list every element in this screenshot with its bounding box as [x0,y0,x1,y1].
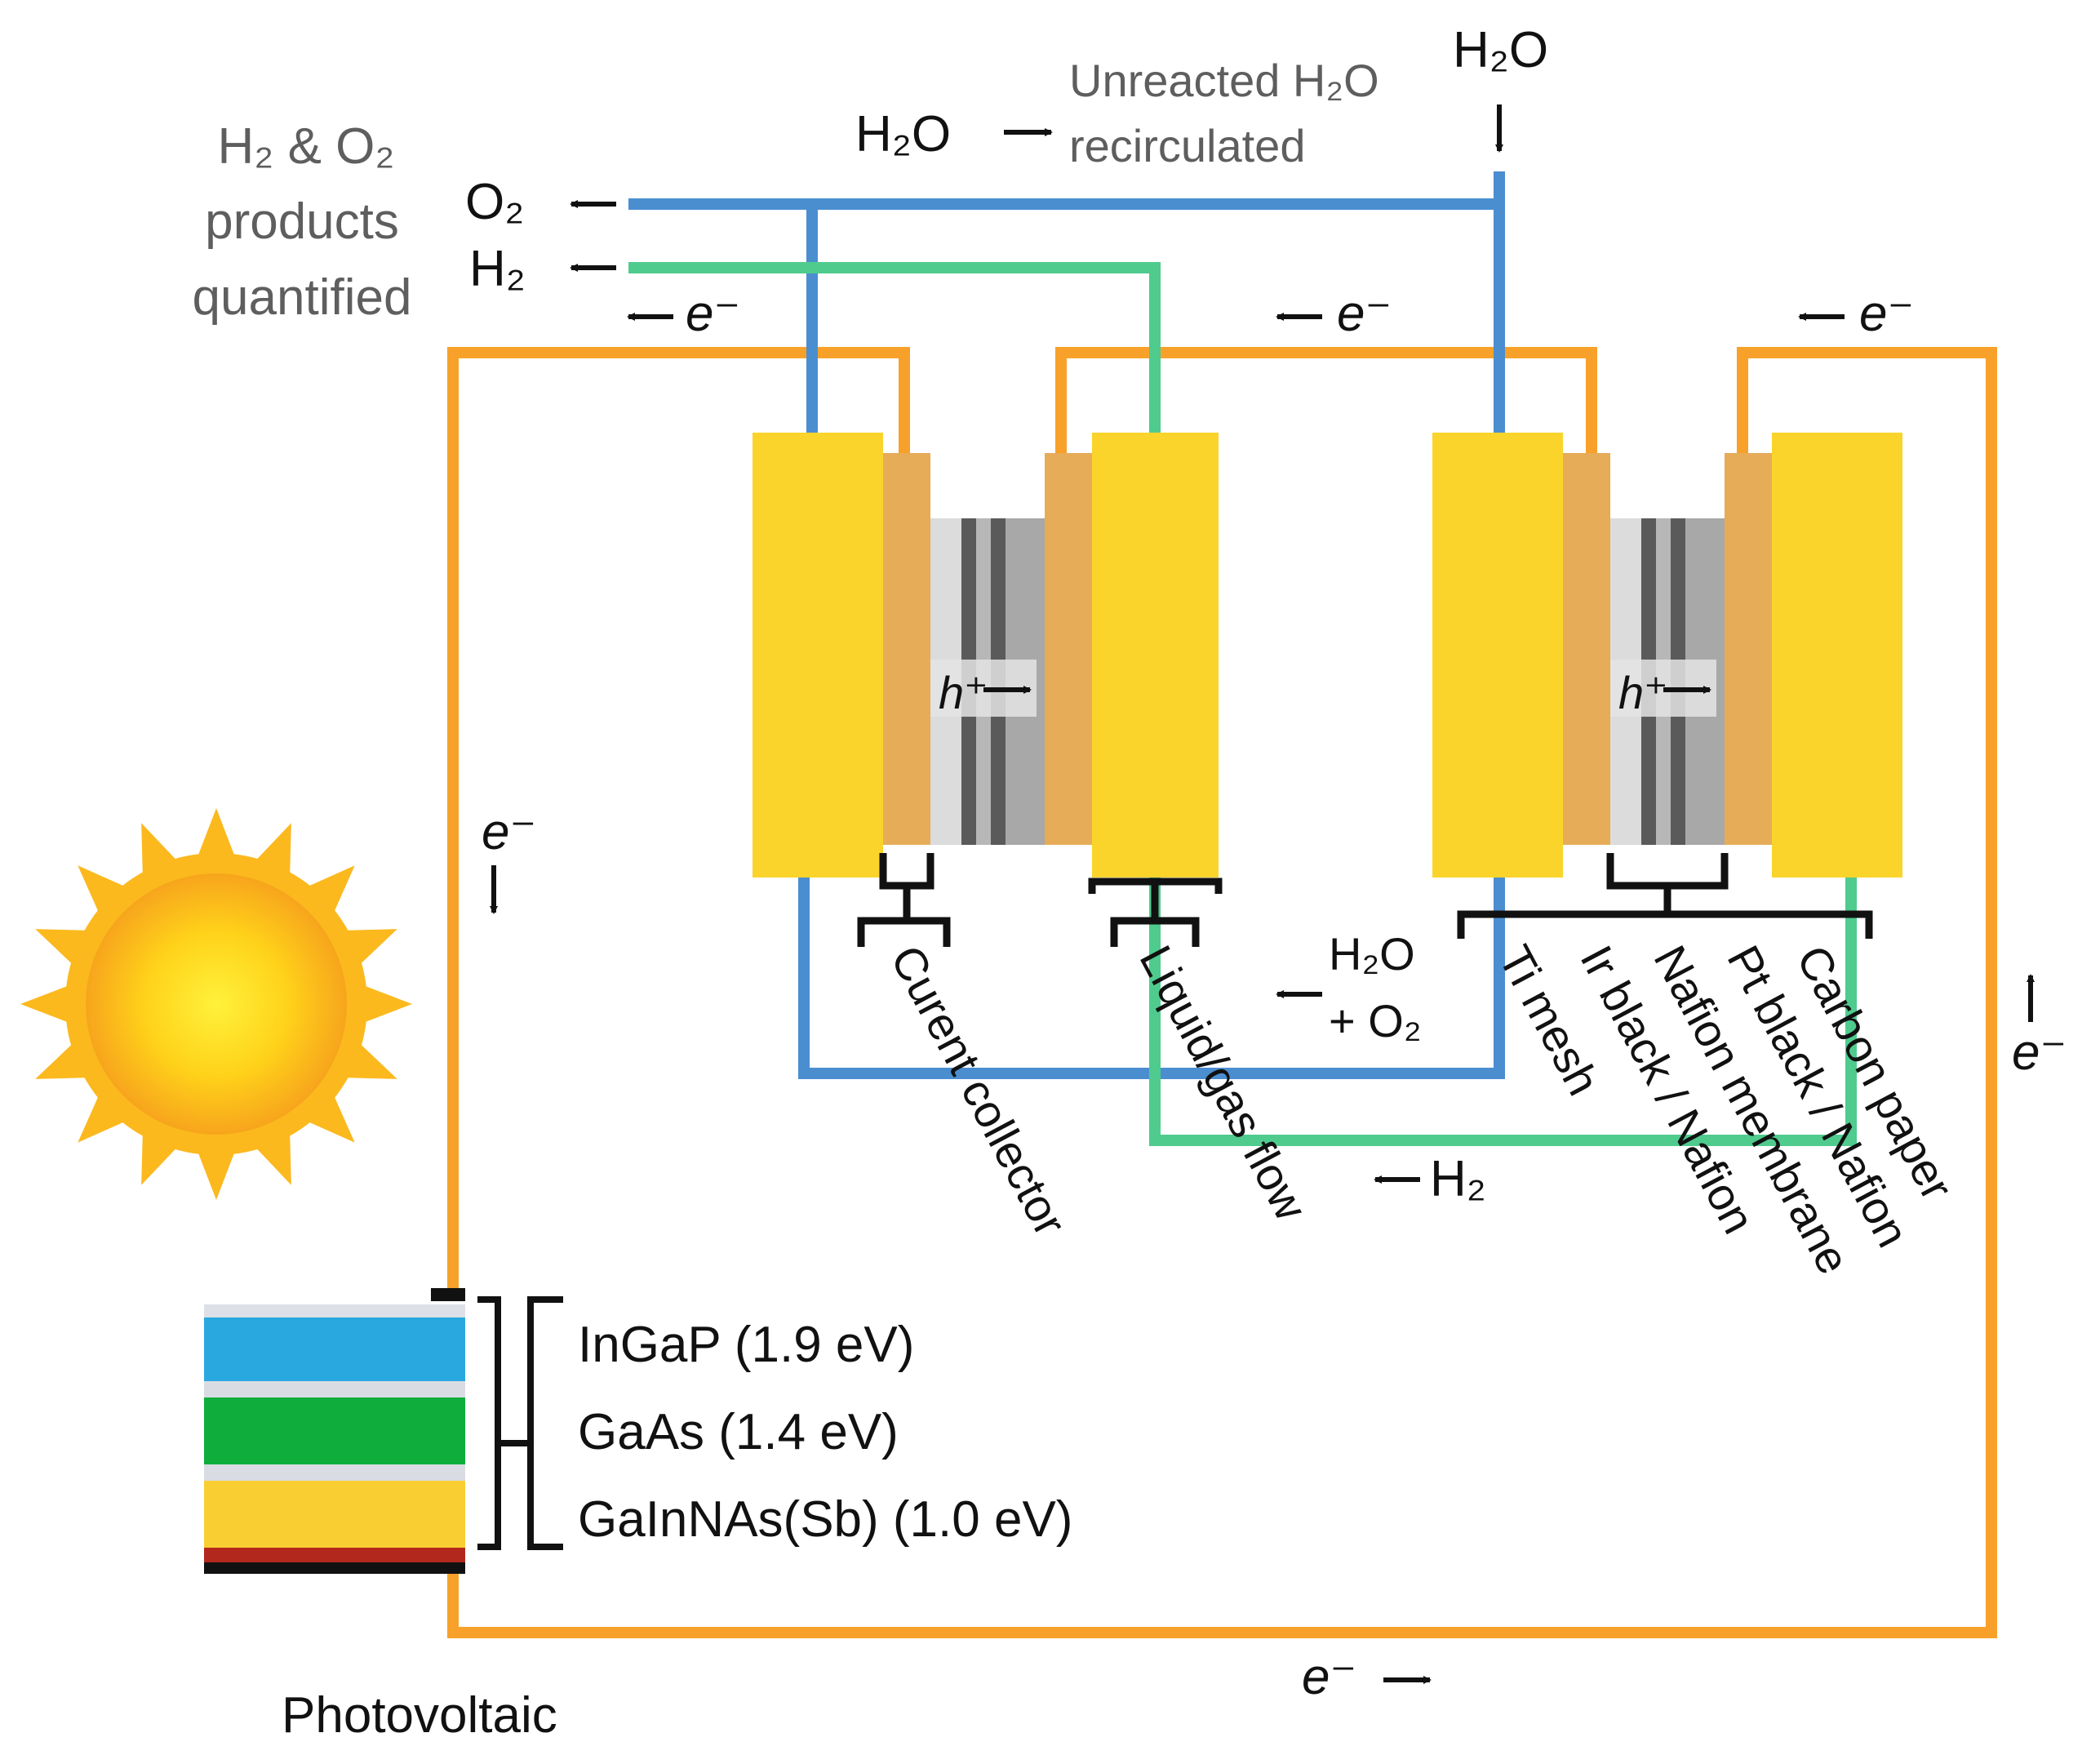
h2o-middle-label: H₂O [855,106,951,162]
pv-window-layer [204,1304,465,1317]
right-anode-electrode [1432,433,1563,878]
left-proton-label: h⁺ [939,667,988,718]
pv-tunnel-2 [204,1464,465,1481]
pv-gainnas-layer [204,1481,465,1548]
electron-label-right: e⁻ [2012,1024,2067,1081]
h2-output-label: H₂ [469,241,526,297]
sun-ray [78,1089,131,1143]
electron-label-left: e⁻ [482,804,536,860]
pv-tunnel-1 [204,1381,465,1397]
component-brackets [857,853,1873,947]
pv-title: Photovoltaic [282,1687,557,1744]
h2-return-label: H₂ [1430,1151,1486,1207]
left-cathode-catalyst [1045,453,1092,845]
products-label-line3: quantified [193,269,412,326]
o2-output-label: O₂ [465,174,524,230]
products-label-line2: products [205,193,399,250]
pv-contact-red [204,1548,465,1562]
sun-ray [357,983,412,1025]
h2o-o2-label-line1: H₂O [1329,928,1415,980]
hydrogen-pipe [628,262,1857,1146]
electron-label-top-mid: e⁻ [1337,286,1392,342]
label-current-collector: Curent collector [881,937,1077,1244]
right-anode-catalyst [1563,453,1610,845]
photovoltaic-stack [204,1288,465,1574]
sun-ray [301,1089,355,1143]
flow-labels: H₂O + O₂ H₂ [1329,928,1486,1207]
h2o-o2-label-line2: + O₂ [1329,995,1422,1046]
right-cathode-catalyst [1725,453,1772,845]
electron-label-top-right: e⁻ [1859,286,1914,342]
left-anode-electrode [752,433,883,878]
electron-label-bottom: e⁻ [1302,1649,1356,1705]
unreacted-label-line1: Unreacted H₂O [1069,55,1379,106]
left-electrolysis-cell: h⁺ [752,433,1219,878]
pv-layer-gainnas-label: GaInNAs(Sb) (1.0 eV) [578,1491,1072,1548]
electron-labels: e⁻ e⁻ e⁻ e⁻ e⁻ e⁻ [482,286,2067,1705]
sun-ray [20,983,75,1025]
sun-ray [195,1145,238,1200]
pv-labels: InGaP (1.9 eV) GaAs (1.4 eV) GaInNAs(Sb)… [282,1317,1072,1744]
h2o-input-label: H₂O [1453,22,1548,78]
component-labels: Curent collector Liquid/gas flow Ti mesh… [881,937,1963,1282]
pv-layer-ingap-label: InGaP (1.9 eV) [578,1317,914,1373]
top-labels: H₂ & O₂ products quantified O₂ H₂ H₂O Un… [193,22,1549,326]
pv-top-contact [431,1288,465,1301]
left-anode-catalyst [883,453,930,845]
pv-layer-gaas-label: GaAs (1.4 eV) [578,1404,899,1460]
pv-gaas-layer [204,1397,465,1464]
sun-ray [195,808,238,863]
pv-ingap-layer [204,1317,465,1381]
pv-brackets [477,1296,563,1550]
right-proton-label: h⁺ [1618,667,1668,718]
sun-ray [78,865,131,919]
unreacted-label-line2: recirculated [1069,120,1305,171]
right-cathode-electrode [1772,433,1902,878]
products-label-line1: H₂ & O₂ [218,118,395,175]
electron-label-top-left: e⁻ [686,286,740,342]
pv-bottom-contact [204,1562,465,1574]
flow-arrows [490,104,2035,1684]
sun-ray [301,865,355,919]
sun-icon [20,808,412,1200]
left-cathode-electrode [1092,433,1219,878]
electron-circuit-wire [447,347,1997,1638]
right-electrolysis-cell: h⁺ [1432,433,1902,878]
